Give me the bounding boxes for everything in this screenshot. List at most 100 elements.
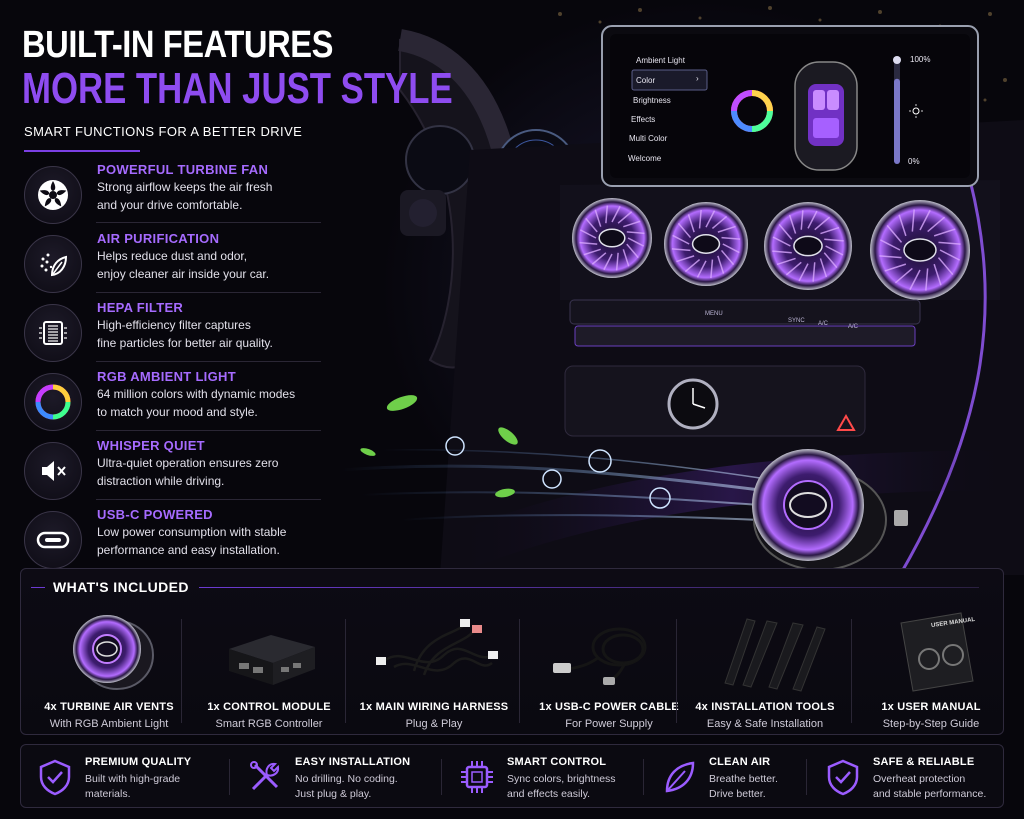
chip-icon xyxy=(461,761,493,793)
header: BUILT-IN FEATURES MORE THAN JUST STYLE xyxy=(22,24,567,112)
feature-description: distraction while driving. xyxy=(97,474,225,488)
included-item: 1x MAIN WIRING HARNESS Plug & Play xyxy=(354,605,514,731)
divider xyxy=(96,430,321,431)
feature-description: High-efficiency filter captures xyxy=(97,318,251,332)
feature-title: WHISPER QUIET xyxy=(97,438,205,453)
divider xyxy=(806,759,807,795)
console-label: MENU xyxy=(705,311,723,317)
page-subtitle: SMART FUNCTIONS FOR A BETTER DRIVE xyxy=(24,124,303,139)
benefit-item: EASY INSTALLATION No drilling. No coding… xyxy=(245,753,440,803)
pry-tools-icon xyxy=(685,605,845,699)
screen-menu-item[interactable]: Multi Color xyxy=(629,134,668,143)
hepa-filter-icon xyxy=(24,304,82,362)
usb-cable-icon xyxy=(529,605,689,699)
feature-title: HEPA FILTER xyxy=(97,300,184,315)
item-name: 1x MAIN WIRING HARNESS xyxy=(359,701,509,713)
screen-menu-item[interactable]: Brightness xyxy=(633,96,671,105)
feature-item: RGB AMBIENT LIGHT 64 million colors with… xyxy=(24,369,324,433)
item-name: 4x INSTALLATION TOOLS xyxy=(695,701,835,713)
benefit-title: PREMIUM QUALITY xyxy=(85,756,192,768)
benefit-description: and effects easily. xyxy=(507,788,591,800)
shield-check-icon xyxy=(827,759,859,796)
benefits-strip: PREMIUM QUALITY Built with high-grade ma… xyxy=(20,744,1004,808)
divider xyxy=(199,587,979,588)
divider xyxy=(31,587,45,588)
benefit-description: materials. xyxy=(85,788,131,800)
benefit-item: SAFE & RELIABLE Overheat protection and … xyxy=(823,753,998,803)
feature-description: fine particles for better air quality. xyxy=(97,336,273,350)
rgb-ring-icon xyxy=(24,373,82,431)
included-item: 1x CONTROL MODULE Smart RGB Controller xyxy=(189,605,349,731)
feature-description: enjoy cleaner air inside your car. xyxy=(97,267,270,281)
included-item: USER MANUAL 1x USER MANUAL Step-by-Step … xyxy=(851,605,1011,731)
benefit-description: Overheat protection xyxy=(873,773,966,785)
benefit-title: EASY INSTALLATION xyxy=(295,756,411,768)
turbine-fan-icon xyxy=(24,166,82,224)
brightness-max-label: 100% xyxy=(910,55,931,64)
screen-menu-item-selected[interactable]: Color xyxy=(636,76,656,85)
dashboard-scene: Ambient Light Color › Brightness Effects… xyxy=(339,0,1024,575)
subtitle-underline xyxy=(24,150,140,152)
page-title: BUILT-IN FEATURES xyxy=(22,24,334,66)
divider xyxy=(96,499,321,500)
dashboard-vent xyxy=(764,202,852,290)
feature-description: performance and easy installation. xyxy=(97,543,280,557)
divider xyxy=(229,759,230,795)
benefit-description: Sync colors, brightness xyxy=(507,773,616,785)
speaker-mute-icon xyxy=(24,442,82,500)
item-subtitle: For Power Supply xyxy=(565,718,653,730)
wiring-harness-icon xyxy=(354,605,514,699)
tools-icon xyxy=(250,761,280,791)
divider xyxy=(96,361,321,362)
divider xyxy=(96,222,321,223)
divider xyxy=(676,619,677,723)
air-vent-icon xyxy=(29,605,189,699)
feature-description: and your drive comfortable. xyxy=(97,198,243,212)
feature-title: POWERFUL TURBINE FAN xyxy=(97,162,269,177)
benefit-title: SMART CONTROL xyxy=(507,756,607,768)
shield-check-icon xyxy=(39,759,71,796)
control-module-icon xyxy=(189,605,349,699)
air-purification-icon xyxy=(24,235,82,293)
screen-menu-item[interactable]: Effects xyxy=(631,115,656,124)
item-subtitle: Plug & Play xyxy=(405,718,463,730)
screen-menu-item[interactable]: Welcome xyxy=(628,154,662,163)
included-item: 4x TURBINE AIR VENTS With RGB Ambient Li… xyxy=(29,605,189,731)
screen-menu-item[interactable]: Ambient Light xyxy=(636,56,685,65)
item-name: 4x TURBINE AIR VENTS xyxy=(44,701,174,713)
console-label: A/C xyxy=(848,324,859,330)
whats-included-panel: WHAT'S INCLUDED 4x TURBINE AIR VENTS Wit… xyxy=(20,568,1004,735)
feature-item: USB-C POWERED Low power consumption with… xyxy=(24,507,324,571)
item-name: 1x USB-C POWER CABLE xyxy=(539,701,679,713)
section-title: WHAT'S INCLUDED xyxy=(53,579,189,595)
benefit-description: and stable performance. xyxy=(873,788,987,800)
divider xyxy=(96,292,321,293)
divider xyxy=(643,759,644,795)
feature-title: RGB AMBIENT LIGHT xyxy=(97,369,236,384)
feature-title: AIR PURIFICATION xyxy=(97,231,220,246)
benefit-description: No drilling. No coding. xyxy=(295,773,398,785)
usb-c-icon xyxy=(24,511,82,569)
included-item: 1x USB-C POWER CABLE For Power Supply xyxy=(529,605,689,731)
item-subtitle: Easy & Safe Installation xyxy=(706,718,824,730)
feature-item: HEPA FILTER High-efficiency filter captu… xyxy=(24,300,324,364)
benefit-description: Breathe better. xyxy=(709,773,778,785)
divider xyxy=(181,619,182,723)
leaf-icon xyxy=(665,761,695,793)
divider xyxy=(441,759,442,795)
divider xyxy=(519,619,520,723)
divider xyxy=(851,619,852,723)
manual-icon xyxy=(851,605,1011,699)
item-subtitle: Step-by-Step Guide xyxy=(882,718,980,730)
item-name: 1x CONTROL MODULE xyxy=(207,701,331,713)
feature-item: AIR PURIFICATION Helps reduce dust and o… xyxy=(24,231,324,295)
brightness-min-label: 0% xyxy=(908,157,920,166)
feature-description: Strong airflow keeps the air fresh xyxy=(97,180,273,194)
included-item: 4x INSTALLATION TOOLS Easy & Safe Instal… xyxy=(685,605,845,731)
benefit-description: Drive better. xyxy=(709,788,766,800)
dashboard-illustration xyxy=(339,0,1024,575)
feature-description: to match your mood and style. xyxy=(97,405,258,419)
benefit-item: CLEAN AIR Breathe better. Drive better. xyxy=(659,753,804,803)
dashboard-vent xyxy=(870,200,970,300)
divider xyxy=(345,619,346,723)
